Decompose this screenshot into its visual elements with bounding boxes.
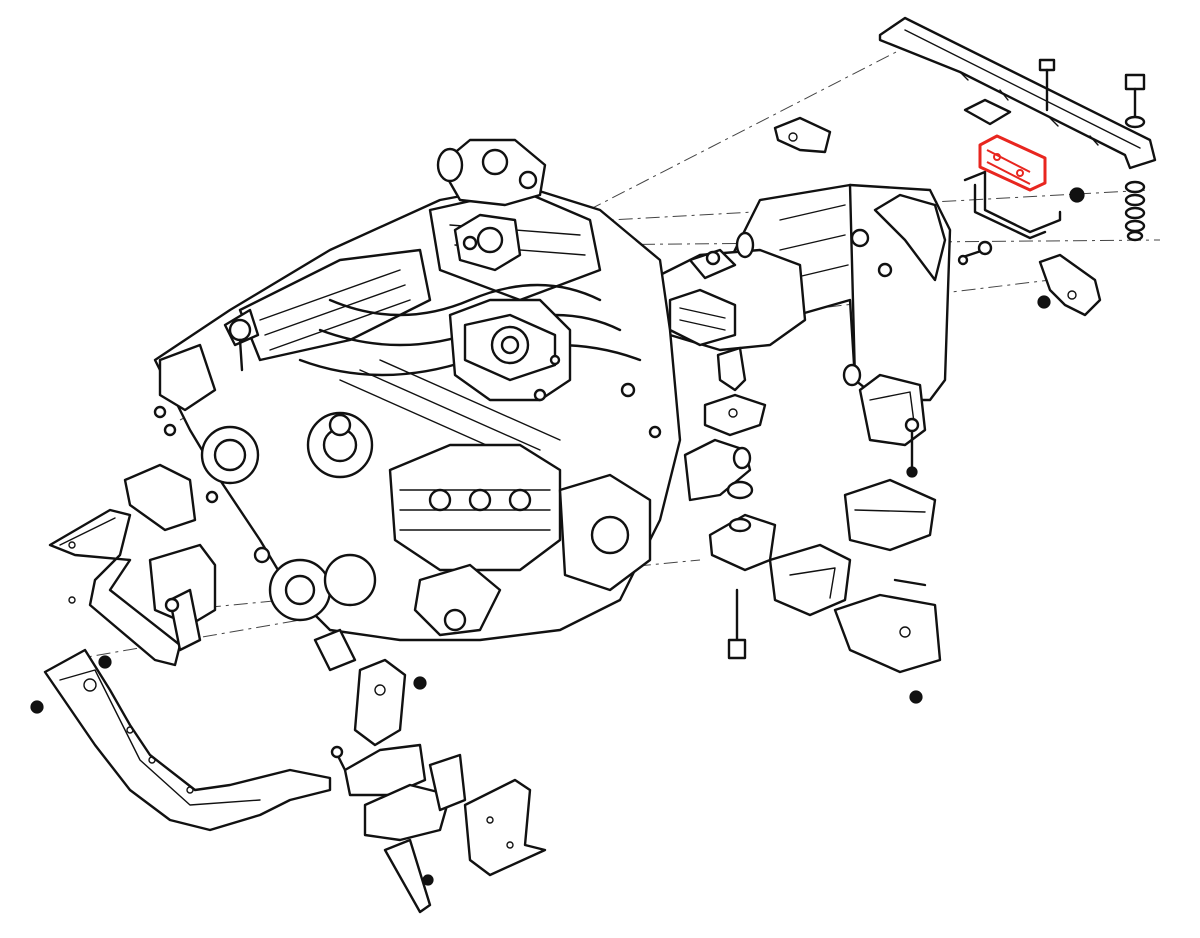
chassis-rail-icon	[30, 648, 332, 832]
lower-mount-group-icon	[330, 658, 547, 914]
transmission-housing-icon	[728, 183, 993, 447]
engine-block-icon	[153, 138, 682, 672]
front-crossmember-icon	[48, 463, 217, 669]
side-bracket-icon	[773, 98, 1102, 317]
strap-bracket-icon	[963, 170, 1062, 240]
middle-mount-parts-icon	[683, 346, 942, 704]
gearbox-top-icon	[658, 231, 807, 352]
cross-member-rail-icon	[878, 16, 1157, 170]
bolt-stack-icon	[1038, 58, 1146, 242]
engine-mount-bracket-icon[interactable]	[978, 134, 1047, 192]
